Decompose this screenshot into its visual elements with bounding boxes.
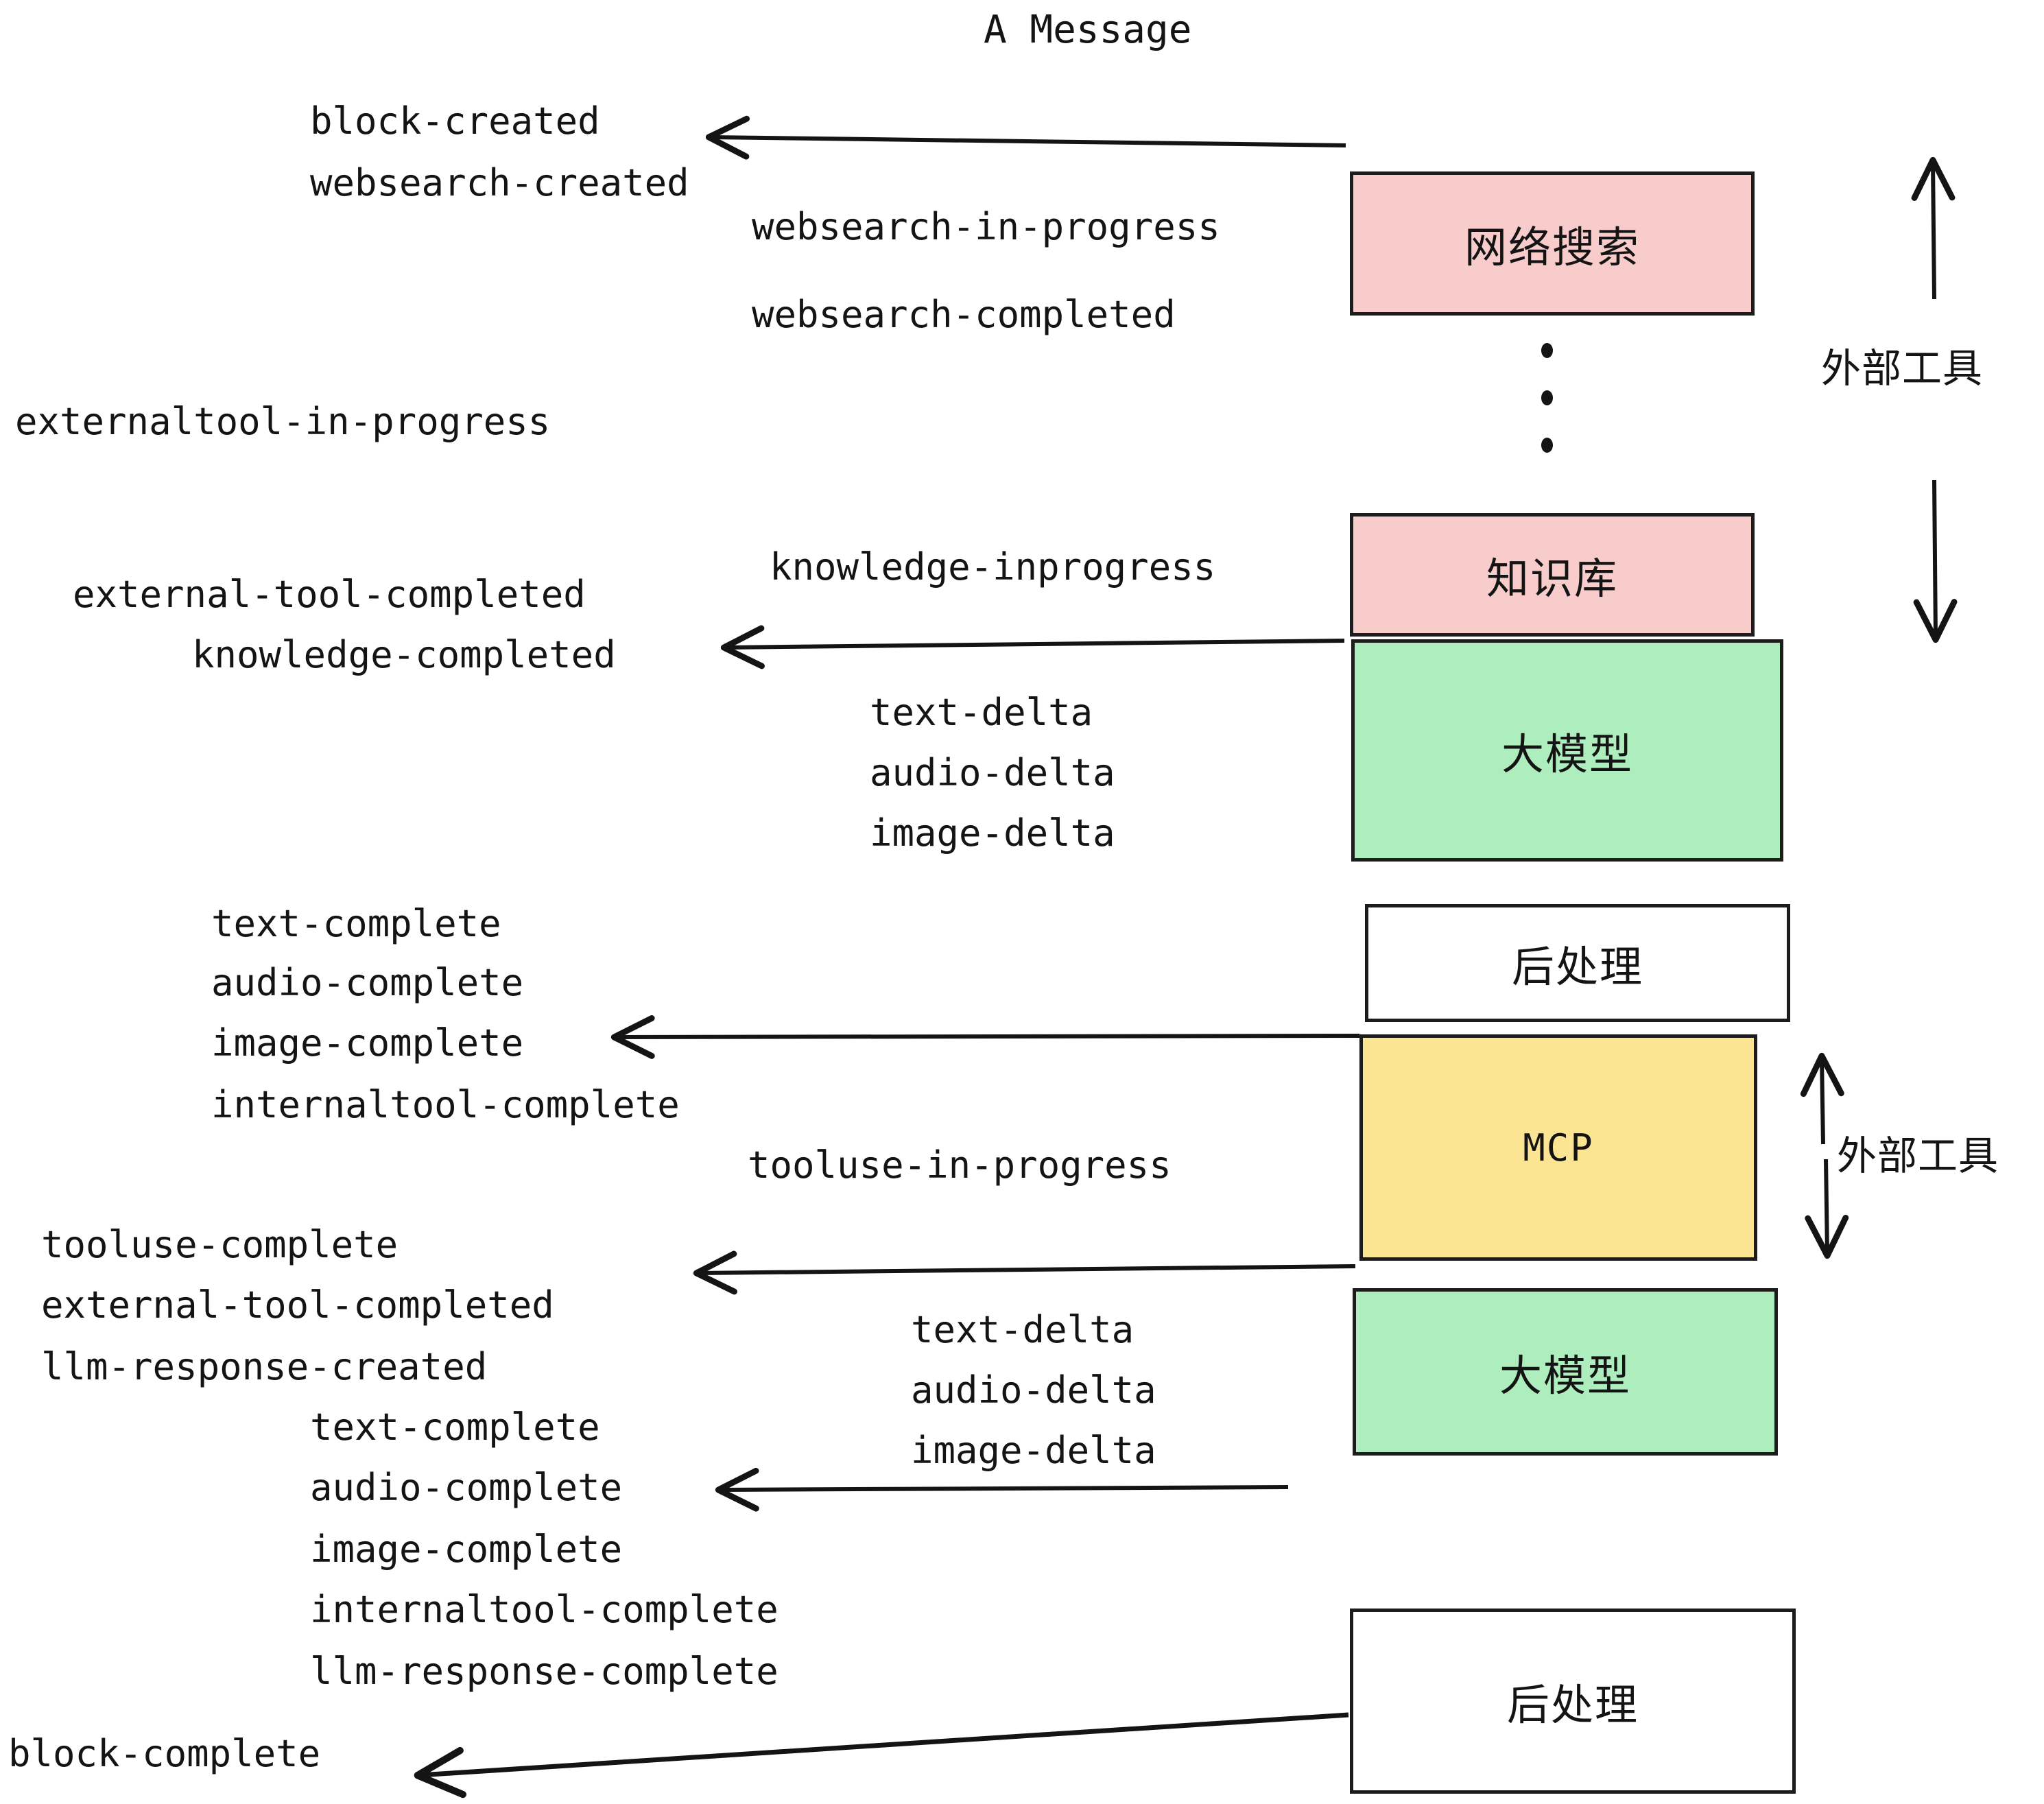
node-knowledge-base[interactable]: 知识库 — [1350, 513, 1755, 637]
node-postprocess-bottom[interactable]: 后处理 — [1350, 1609, 1796, 1794]
node-mcp-label: MCP — [1523, 1126, 1594, 1170]
event-internaltool-complete-1: internaltool-complete — [211, 1083, 680, 1126]
ellipsis-dot — [1541, 438, 1553, 453]
node-llm-top[interactable]: 大模型 — [1351, 639, 1783, 862]
diagram-title: A Message — [984, 8, 1192, 52]
event-externaltool-in-progress: externaltool-in-progress — [15, 400, 551, 443]
side-label-external-tools-bottom: 外部工具 — [1837, 1132, 1999, 1179]
event-external-tool-completed-2: external-tool-completed — [41, 1283, 554, 1327]
event-websearch-in-progress: websearch-in-progress — [752, 205, 1220, 248]
arrow-external-tools-top-down — [1913, 479, 1958, 643]
event-websearch-created: websearch-created — [310, 161, 689, 204]
event-image-delta-1: image-delta — [870, 811, 1115, 855]
arrow-external-tools-top-up — [1911, 156, 1956, 300]
node-websearch-label: 网络搜索 — [1464, 222, 1640, 272]
event-audio-delta-1: audio-delta — [870, 751, 1115, 794]
node-websearch[interactable]: 网络搜索 — [1350, 171, 1755, 316]
node-postprocess-top-label: 后处理 — [1511, 942, 1643, 992]
event-websearch-completed: websearch-completed — [752, 293, 1176, 336]
event-tooluse-complete: tooluse-complete — [41, 1223, 399, 1266]
event-tooluse-in-progress: tooluse-in-progress — [748, 1143, 1172, 1187]
arrow-knowledge-to-knowledge-completed — [720, 625, 1345, 669]
arrow-external-tools-bottom-down — [1805, 1159, 1849, 1259]
event-llm-response-created: llm-response-created — [41, 1345, 488, 1388]
node-postprocess-top[interactable]: 后处理 — [1365, 904, 1790, 1022]
node-llm-top-label: 大模型 — [1501, 729, 1633, 779]
node-postprocess-bottom-label: 后处理 — [1506, 1680, 1639, 1730]
node-mcp[interactable]: MCP — [1359, 1034, 1757, 1261]
event-block-created: block-created — [310, 99, 600, 143]
vertical-ellipsis — [1540, 343, 1554, 453]
ellipsis-dot — [1541, 390, 1553, 405]
event-text-complete-1: text-complete — [211, 902, 501, 945]
event-llm-response-complete: llm-response-complete — [310, 1650, 779, 1693]
event-external-tool-completed-1: external-tool-completed — [73, 573, 586, 616]
event-text-delta-2: text-delta — [911, 1308, 1134, 1351]
event-knowledge-completed: knowledge-completed — [192, 633, 616, 676]
event-image-delta-2: image-delta — [911, 1429, 1156, 1472]
event-text-delta-1: text-delta — [870, 691, 1093, 734]
arrow-postprocess-bottom-to-block-complete — [414, 1712, 1349, 1799]
arrow-llm-bottom-to-audio-complete — [715, 1467, 1289, 1512]
event-internaltool-complete-2: internaltool-complete — [310, 1588, 779, 1631]
node-knowledge-base-label: 知识库 — [1486, 554, 1618, 604]
event-audio-complete-2: audio-complete — [310, 1466, 623, 1509]
event-block-complete: block-complete — [8, 1732, 321, 1775]
arrow-external-tools-bottom-up — [1800, 1052, 1844, 1145]
event-text-complete-2: text-complete — [310, 1405, 600, 1449]
event-image-complete-1: image-complete — [211, 1021, 524, 1065]
side-label-external-tools-top: 外部工具 — [1821, 345, 1984, 392]
event-audio-delta-2: audio-delta — [911, 1368, 1156, 1412]
node-llm-bottom[interactable]: 大模型 — [1353, 1288, 1778, 1456]
event-image-complete-2: image-complete — [310, 1528, 623, 1571]
node-llm-bottom-label: 大模型 — [1499, 1351, 1631, 1401]
event-knowledge-inprogress: knowledge-inprogress — [770, 545, 1216, 589]
arrow-websearch-to-block-created — [705, 115, 1346, 160]
ellipsis-dot — [1541, 343, 1553, 358]
arrow-mcp-to-tooluse-complete — [693, 1250, 1356, 1295]
event-audio-complete-1: audio-complete — [211, 961, 524, 1004]
arrow-postprocess-top-to-image-complete — [610, 1015, 1360, 1059]
